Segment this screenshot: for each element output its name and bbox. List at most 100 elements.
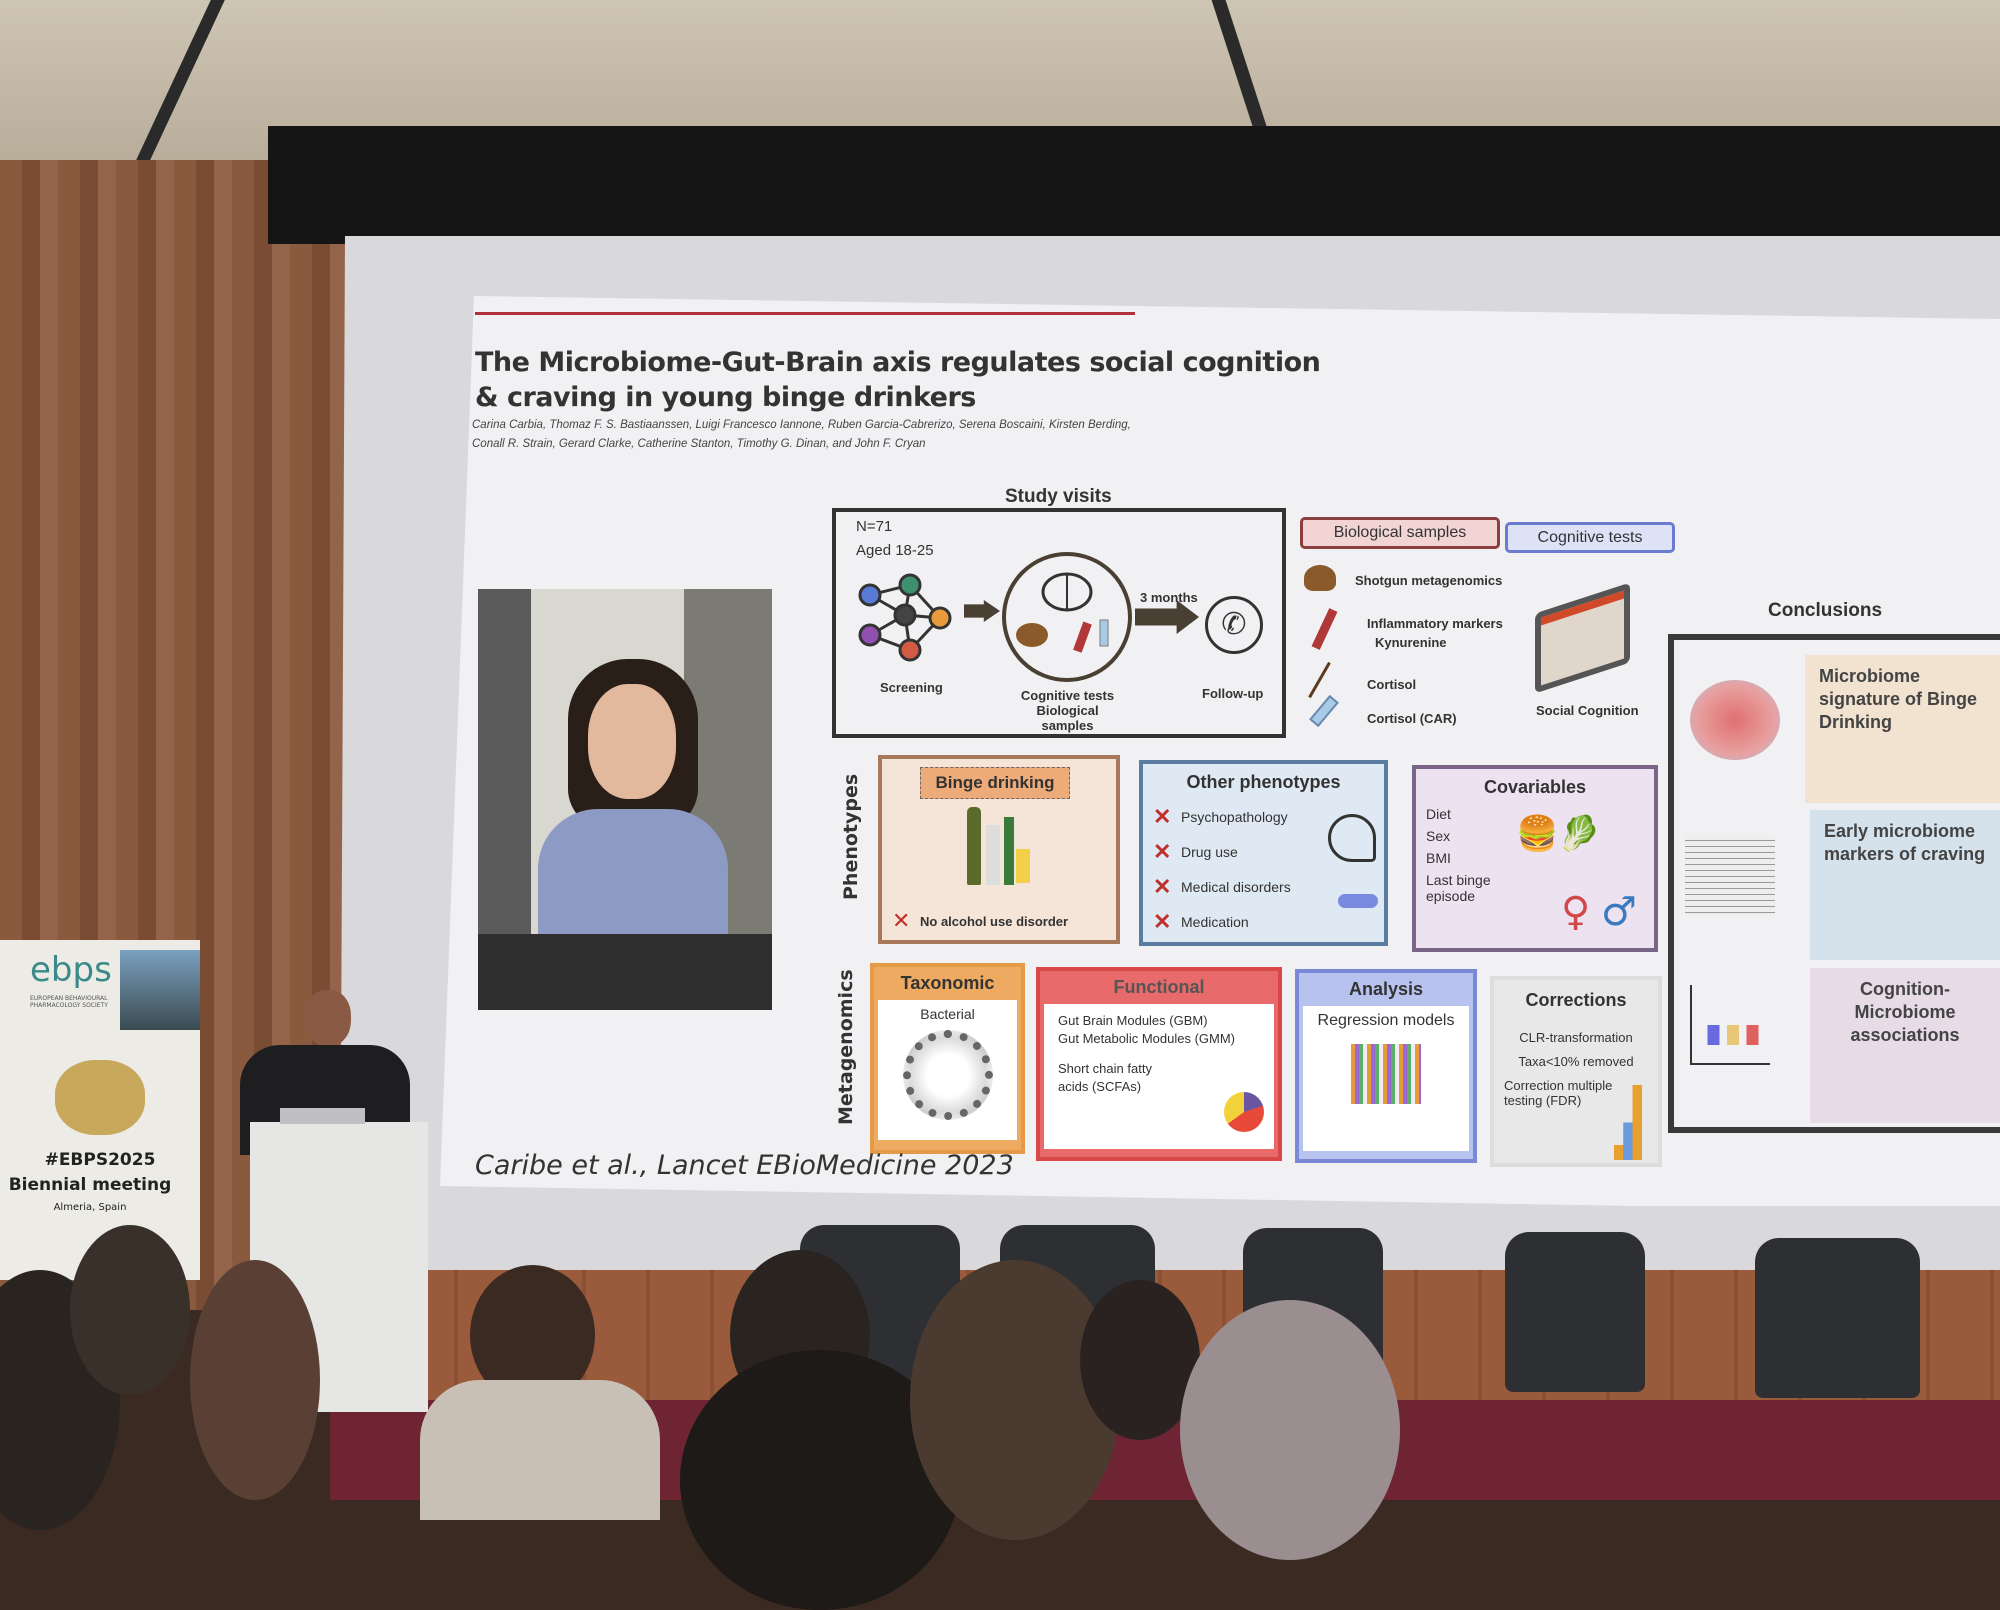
- interval-label: 3 months: [1140, 590, 1198, 605]
- phenotype-label: Medication: [1181, 914, 1249, 930]
- exclusion-row: ✕No alcohol use disorder: [892, 909, 1068, 934]
- landscape-hexagons: [120, 950, 200, 1030]
- sample-item: Shotgun metagenomics: [1355, 573, 1503, 588]
- alcohol-bottles-icon: [962, 807, 1032, 887]
- metagenomics-label: Metagenomics: [835, 969, 857, 1125]
- cross-icon: ✕: [1153, 909, 1172, 934]
- speaker-head: [305, 990, 351, 1046]
- food-icons: 🍔🥬: [1516, 814, 1601, 854]
- bacterial-label: Bacterial: [920, 1006, 975, 1022]
- author-photo: [478, 589, 772, 1010]
- age-range: Aged 18-25: [856, 542, 934, 559]
- phone-icon: ✆: [1205, 596, 1263, 654]
- sample-item: Inflammatory markers: [1367, 616, 1503, 631]
- banner-location: Almeria, Spain: [53, 1202, 127, 1213]
- binge-drinking-card: Binge drinking ✕No alcohol use disorder: [878, 755, 1120, 944]
- citation: Caribe et al., Lancet EBioMedicine 2023: [475, 1150, 1014, 1181]
- phenotype-item: ✕ Psychopathology: [1153, 804, 1374, 830]
- correction-item: CLR-transformation: [1519, 1030, 1633, 1045]
- functional-card: Functional Gut Brain Modules (GBM) Gut Me…: [1036, 967, 1282, 1161]
- phenotype-label: Drug use: [1181, 844, 1238, 860]
- cross-icon: ✕: [1153, 839, 1172, 864]
- phylogenetic-tree-icon: [902, 1030, 993, 1120]
- conclusion-item: Cognition-Microbiome associations: [1810, 968, 2000, 1123]
- covariable-item: Diet: [1426, 806, 1451, 822]
- biological-samples-tag: Biological samples: [1300, 517, 1500, 549]
- author-list: Carina Carbia, Thomaz F. S. Bastiaanssen…: [472, 416, 1132, 454]
- phenotype-item: ✕Medical disorders: [1153, 874, 1374, 900]
- banner-meeting: Biennial meeting: [8, 1175, 172, 1195]
- screening-label: Screening: [880, 680, 943, 695]
- brain-tree-logo: [55, 1060, 145, 1135]
- corrections-title: Corrections: [1525, 990, 1627, 1010]
- stage-chair: [1505, 1232, 1645, 1392]
- sample-item: Cortisol: [1367, 677, 1417, 692]
- authors-line: Conall R. Strain, Gerard Clarke, Catheri…: [472, 438, 926, 450]
- covariable-item: Sex: [1426, 828, 1451, 844]
- covariable-item: BMI: [1426, 850, 1451, 866]
- pills-icon: [1338, 894, 1378, 908]
- sample-item: Kynurenine: [1375, 635, 1447, 650]
- functional-item: Gut Brain Modules (GBM): [1058, 1013, 1208, 1028]
- covariables-title: Covariables: [1483, 777, 1587, 797]
- female-symbol-icon: ♀: [1561, 889, 1591, 935]
- sample-size: N=71: [856, 518, 893, 535]
- analysis-card: Analysis Regression models: [1295, 969, 1477, 1163]
- covariable-item: Last binge episode: [1426, 872, 1491, 904]
- cross-icon: ✕: [892, 909, 911, 934]
- conference-banner: ebps EUROPEAN BEHAVIOURAL PHARMACOLOGY S…: [0, 940, 200, 1280]
- arrow-icon: [964, 600, 1000, 622]
- study-visits-title: Study visits: [1005, 486, 1112, 507]
- taxonomic-card: Taxonomic Bacterial: [870, 963, 1025, 1154]
- phenotypes-label: Phenotypes: [840, 773, 862, 900]
- functional-item: Short chain fatty acids (SCFAs): [1058, 1061, 1152, 1094]
- audience-head: [70, 1225, 190, 1395]
- audience-head: [190, 1260, 320, 1500]
- sample-item: Cortisol (CAR): [1367, 711, 1457, 726]
- social-cognition-label: Social Cognition: [1536, 703, 1639, 718]
- phenotype-label: Medical disorders: [1181, 879, 1291, 895]
- cognitive-tests-tag: Cognitive tests: [1505, 522, 1675, 553]
- taxonomic-body: Bacterial: [878, 1000, 1017, 1140]
- face: [588, 684, 676, 799]
- taxonomic-title: Taxonomic: [900, 973, 995, 993]
- conclusions-title: Conclusions: [1768, 600, 1883, 621]
- covariables-card: Covariables Diet Sex BMI Last binge epis…: [1412, 765, 1658, 952]
- society-name: EUROPEAN BEHAVIOURAL PHARMACOLOGY SOCIET…: [30, 995, 108, 1009]
- title-line: The Microbiome-Gut-Brain axis regulates …: [475, 347, 1321, 378]
- stage-chair: [1755, 1238, 1920, 1398]
- analysis-body: Regression models: [1303, 1006, 1469, 1151]
- conclusions-box: [1668, 634, 2000, 1133]
- correction-item: Taxa<10% removed: [1518, 1054, 1634, 1069]
- male-symbol-icon: ♂: [1601, 889, 1637, 935]
- stool-icon: [1304, 565, 1336, 591]
- head-brain-icon: [1328, 814, 1376, 862]
- brain-samples-circle: [1002, 552, 1132, 682]
- other-phenotypes-card: Other phenotypes ✕Psychopathology ✕Drug …: [1139, 760, 1388, 946]
- cognitive-tests-label: Cognitive tests: [1020, 688, 1115, 703]
- laptop: [280, 1108, 365, 1124]
- screen-frame: [268, 126, 2000, 244]
- functional-item: Gut Metabolic Modules (GMM): [1058, 1031, 1235, 1046]
- followup-label: Follow-up: [1202, 686, 1264, 701]
- cross-icon: ✕: [1153, 804, 1172, 829]
- slide-header-line: [475, 312, 1135, 315]
- slide-title: The Microbiome-Gut-Brain axis regulates …: [475, 345, 1321, 415]
- network-people-icon: [858, 573, 952, 662]
- dot-plot-thumbnail: [1685, 835, 1775, 915]
- conclusion-item: Microbiome signature of Binge Drinking: [1805, 655, 2000, 803]
- banner-hashtag: #EBPS2025: [44, 1150, 156, 1170]
- venn-plot-thumbnail: [1690, 680, 1780, 760]
- scatter-plot-thumbnail: [1690, 985, 1770, 1065]
- functional-title: Functional: [1113, 977, 1205, 997]
- regression-models-label: Regression models: [1317, 1012, 1455, 1029]
- ebps-logo: ebps: [30, 950, 112, 990]
- phenotype-item: ✕ Drug use: [1153, 839, 1374, 865]
- correction-item: Correction multiple testing (FDR): [1504, 1078, 1613, 1108]
- regression-plot-thumbnail: [1351, 1044, 1421, 1104]
- analysis-title: Analysis: [1348, 979, 1424, 999]
- phenotype-label: Psychopathology: [1181, 809, 1288, 825]
- phenotype-item: ✕ Medication: [1153, 909, 1374, 935]
- functional-body: Gut Brain Modules (GBM) Gut Metabolic Mod…: [1044, 1004, 1274, 1149]
